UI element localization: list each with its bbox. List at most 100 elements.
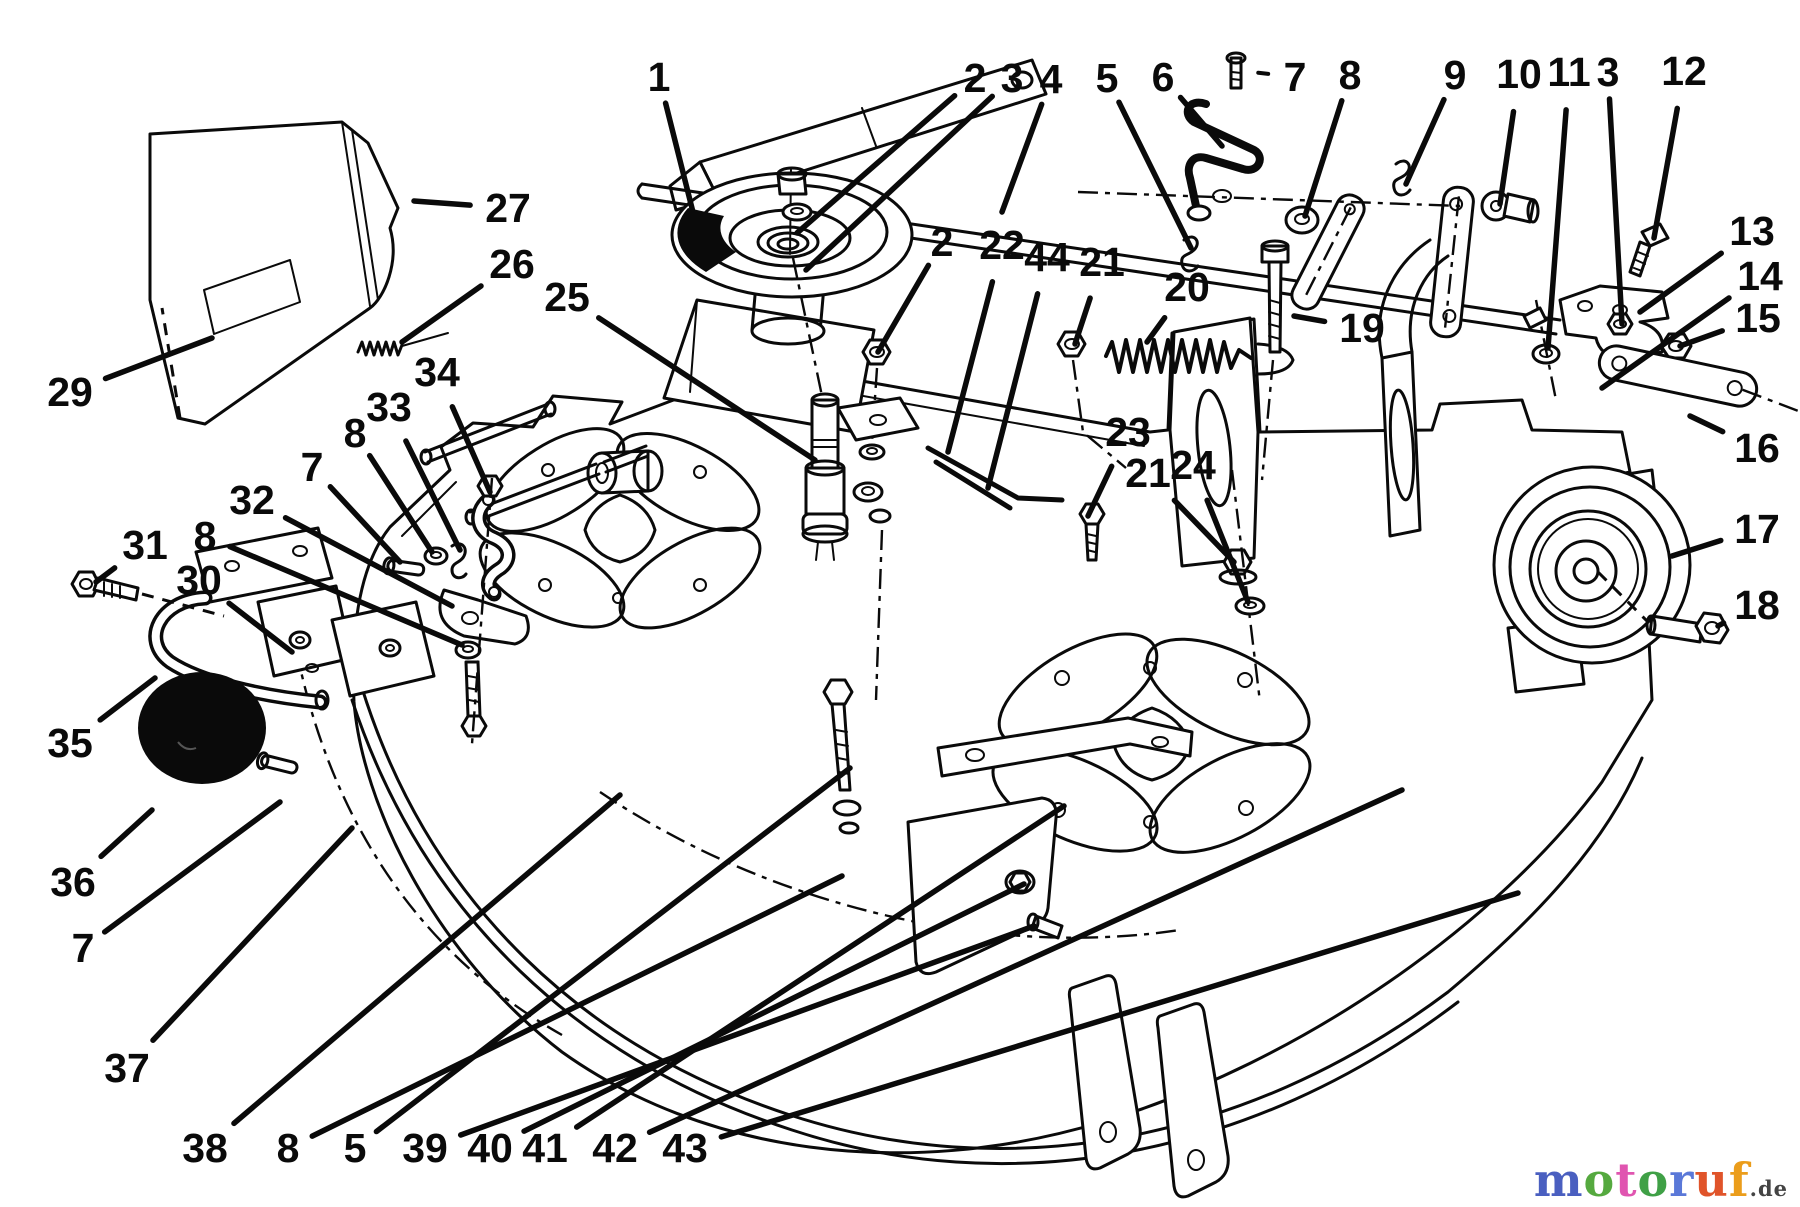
callout-leader-16 <box>1687 413 1726 435</box>
callout-leader-34 <box>449 404 493 495</box>
callout-leader-35 <box>97 675 158 723</box>
callout-leader-7 <box>101 799 283 935</box>
watermark-letter: m <box>1533 1153 1584 1207</box>
callout-leader-3 <box>1606 96 1625 327</box>
gauge-brackets-30 <box>256 584 436 698</box>
motoruf-watermark[interactable]: motoruf.de <box>1534 1157 1788 1203</box>
clevis-pin-7b <box>255 751 299 775</box>
callout-leader-40 <box>521 881 1027 1134</box>
callout-label-18: 18 <box>1734 582 1780 628</box>
callout-leader-10 <box>1497 108 1517 207</box>
callout-label-38: 38 <box>182 1125 228 1171</box>
callout-label-24: 24 <box>1170 442 1216 488</box>
brake-link-bars <box>925 445 1065 511</box>
callout-label-41: 41 <box>522 1125 568 1171</box>
callout-leader-13 <box>1637 250 1724 315</box>
watermark-letter: t <box>1615 1153 1638 1207</box>
callout-label-16: 16 <box>1734 425 1780 471</box>
callout-label-37: 37 <box>104 1045 150 1091</box>
watermark-letter: r <box>1669 1153 1695 1207</box>
watermark-letter: u <box>1694 1153 1729 1207</box>
callout-leader-7 <box>1250 70 1271 76</box>
callout-label-7: 7 <box>301 444 324 490</box>
callout-leader-6 <box>1177 94 1225 149</box>
callout-label-14: 14 <box>1737 253 1783 299</box>
callout-label-42: 42 <box>592 1125 638 1171</box>
callout-leader-31 <box>93 565 118 585</box>
callout-leader-33 <box>403 438 463 553</box>
callout-label-12: 12 <box>1661 48 1707 94</box>
callout-label-7: 7 <box>1284 54 1307 100</box>
carriage-washer-11 <box>1522 299 1561 401</box>
cluster-bolt <box>460 477 494 745</box>
callout-label-35: 35 <box>47 720 93 766</box>
callout-leader-30 <box>226 600 295 655</box>
callout-leader-8 <box>1302 97 1345 219</box>
watermark-letter: o <box>1583 1153 1616 1207</box>
callout-leader-14 <box>1599 295 1732 391</box>
callout-leader-5 <box>1116 99 1194 251</box>
height-adjust-upright-bracket <box>1168 316 1260 568</box>
callout-leader-22 <box>945 279 996 455</box>
callout-leader-27 <box>411 198 473 208</box>
callout-leader-8 <box>366 452 435 555</box>
callout-label-8: 8 <box>194 513 217 559</box>
callout-label-21: 21 <box>1079 239 1125 285</box>
callout-leader-9 <box>1403 96 1447 187</box>
spring-bolt-12 <box>1628 222 1670 278</box>
height-link-16 <box>1597 344 1800 414</box>
callout-label-17: 17 <box>1734 506 1780 552</box>
callout-leader-2 <box>875 262 932 355</box>
discharge-deflector-shield <box>148 120 400 426</box>
spring-clip-33 <box>450 542 468 580</box>
callout-label-29: 29 <box>47 369 93 415</box>
callout-leader-8 <box>227 543 465 648</box>
callout-leader-26 <box>399 283 484 345</box>
callout-label-43: 43 <box>662 1125 708 1171</box>
callout-label-25: 25 <box>544 274 590 320</box>
callout-label-7: 7 <box>72 925 95 971</box>
callout-label-33: 33 <box>366 384 412 430</box>
shoulder-pin-10 <box>1480 190 1540 224</box>
callout-label-2: 2 <box>964 55 987 101</box>
callout-leader-21 <box>1171 497 1237 565</box>
step-bracket-bar <box>936 716 1194 778</box>
slotted-idler-link <box>1290 193 1366 311</box>
gauge-wheel-17 <box>1492 465 1692 665</box>
washer-stack <box>852 481 892 701</box>
callout-label-13: 13 <box>1729 208 1775 254</box>
callout-leader-12 <box>1651 105 1681 241</box>
callout-leader-29 <box>102 335 215 382</box>
watermark-letter: f <box>1728 1153 1750 1207</box>
watermark-suffix: .de <box>1749 1176 1788 1201</box>
callout-label-19: 19 <box>1339 305 1385 351</box>
callout-leader-23 <box>1085 463 1115 519</box>
idler-washer-8 <box>1284 205 1320 235</box>
callout-label-8: 8 <box>344 410 367 456</box>
callout-leader-21 <box>1072 295 1093 347</box>
callout-label-8: 8 <box>1339 52 1362 98</box>
callout-label-30: 30 <box>176 557 222 603</box>
watermark-letter: o <box>1637 1153 1670 1207</box>
spindle-shaft-25 <box>791 257 849 561</box>
callout-label-11: 11 <box>1547 49 1590 95</box>
callout-leader-18 <box>1715 620 1727 629</box>
wheel-bolt-18 <box>1596 570 1730 645</box>
callout-label-36: 36 <box>50 859 96 905</box>
callout-label-2: 2 <box>931 219 954 265</box>
callout-label-22: 22 <box>979 222 1025 268</box>
callout-label-6: 6 <box>1152 54 1175 100</box>
callout-leader-4 <box>999 101 1045 215</box>
blade-bolt-5 <box>822 678 862 835</box>
callout-label-32: 32 <box>229 477 275 523</box>
callout-leader-37 <box>150 825 355 1044</box>
callout-leader-39 <box>457 923 1037 1138</box>
callout-label-3: 3 <box>1001 55 1024 101</box>
callout-leader-3 <box>803 93 995 273</box>
callout-label-40: 40 <box>467 1125 513 1171</box>
callout-leader-41 <box>573 803 1067 1130</box>
callout-label-1: 1 <box>648 54 671 100</box>
spring-anchor-bolt-19 <box>1260 239 1290 481</box>
callout-label-9: 9 <box>1444 52 1467 98</box>
